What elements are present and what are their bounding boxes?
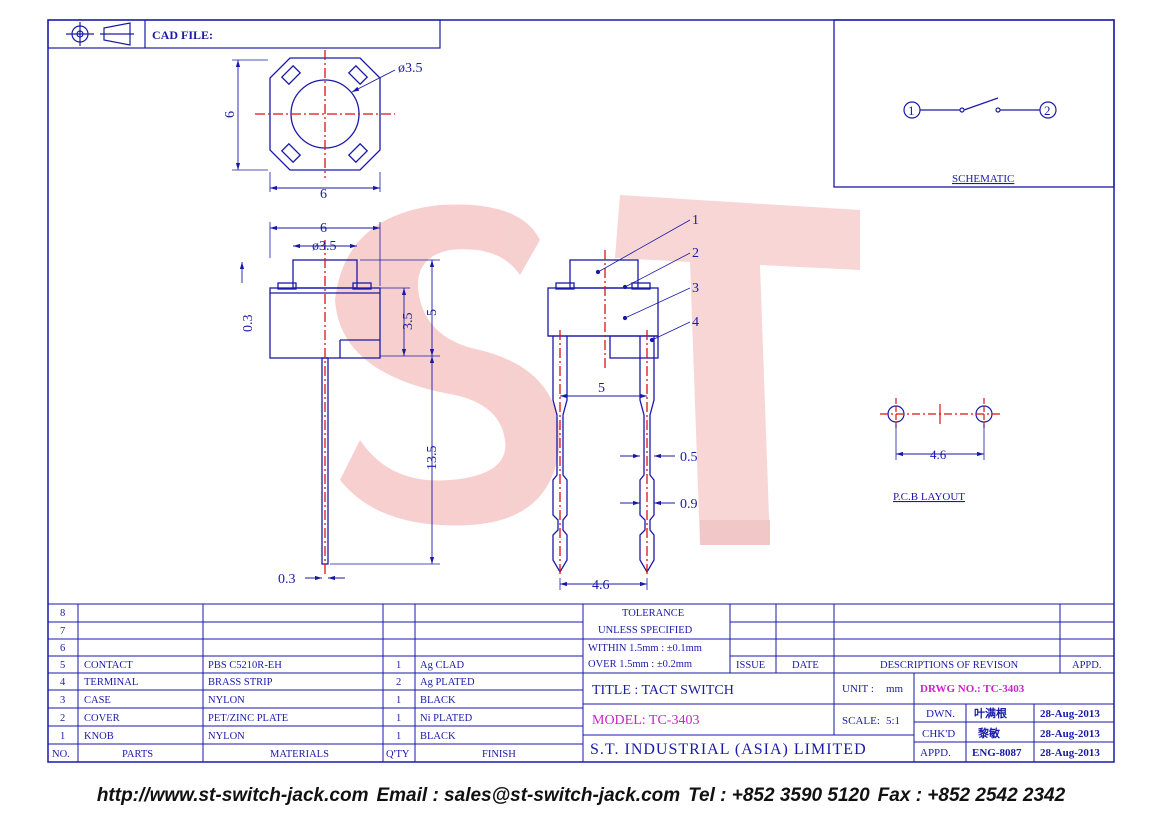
bom-row-3-part: CASE [84, 695, 111, 706]
phone-text: Tel : +852 3590 5120 [688, 785, 870, 806]
scale-value: 5:1 [886, 715, 900, 727]
dim-side-spacing: 5 [598, 381, 605, 396]
top-view [232, 50, 396, 192]
revision-date-header: DATE [792, 660, 819, 671]
dwn-name: 叶满根 [974, 706, 1008, 720]
bom-row-1-qty: 1 [396, 731, 401, 742]
chk-name: 黎敏 [978, 726, 1001, 740]
bom-row-4-finish: Ag PLATED [420, 677, 475, 688]
tolerance-line-2: UNLESS SPECIFIED [598, 625, 693, 636]
tolerance-line-4: OVER 1.5mm : ±0.2mm [588, 659, 692, 670]
chk-label: CHK'D [922, 728, 955, 740]
callout-1: 1 [692, 213, 699, 228]
dim-front-thickness: 0.3 [241, 315, 256, 333]
bom-row-1-finish: BLACK [420, 731, 456, 742]
bom-header-finish: FINISH [482, 749, 516, 760]
title-block-company: S.T. INDUSTRIAL (ASIA) LIMITED [590, 741, 867, 758]
revision-desc-header: DESCRIPTIONS OF REVISON [880, 660, 1019, 671]
bom-row-4-part: TERMINAL [84, 677, 138, 688]
pcb-layout [880, 398, 1000, 460]
scale-label: SCALE: [842, 715, 880, 727]
bom-row-1-no: 1 [60, 731, 65, 742]
cad-file-label: CAD FILE: [152, 28, 213, 42]
bom-row-5-part: CONTACT [84, 660, 133, 671]
tolerance-line-3: WITHIN 1.5mm : ±0.1mm [588, 643, 702, 654]
bom-row-3-finish: BLACK [420, 695, 456, 706]
bom-header-materials: MATERIALS [270, 749, 329, 760]
bom-row-2-material: PET/ZINC PLATE [208, 713, 288, 724]
bom-row-2-no: 2 [60, 713, 65, 724]
fax-text: Fax : +852 2542 2342 [877, 785, 1066, 806]
side-view [547, 219, 691, 590]
revision-issue-header: ISSUE [736, 660, 765, 671]
bom-row-2-part: COVER [84, 713, 120, 724]
bom-row-3-qty: 1 [396, 695, 401, 706]
bom-row-5-qty: 1 [396, 660, 401, 671]
dim-front-dia: ø3.5 [312, 239, 337, 254]
email-link[interactable]: Email : sales@st-switch-jack.com [376, 785, 681, 806]
bom-row-5-finish: Ag CLAD [420, 660, 464, 671]
revision-appd-header: APPD. [1072, 660, 1101, 671]
bom-row-1-part: KNOB [84, 731, 114, 742]
contact-footer: http://www.st-switch-jack.com Email : sa… [0, 776, 1162, 816]
bom-row-4-qty: 2 [396, 677, 401, 688]
dim-top-height: 6 [223, 111, 238, 118]
bom-row-8-no: 8 [60, 608, 65, 619]
bom-row-5-material: PBS C5210R-EH [208, 660, 282, 671]
dim-top-width: 6 [320, 187, 327, 202]
pcb-pitch: 4.6 [930, 447, 947, 462]
dim-front-pin-length: 13.5 [425, 446, 440, 471]
schematic-node-1: 1 [908, 103, 915, 118]
bom-header-parts: PARTS [122, 749, 153, 760]
bom-row-6-no: 6 [60, 643, 65, 654]
callout-4: 4 [692, 315, 699, 330]
drawing-number: DRWG NO.: TC-3403 [920, 683, 1025, 695]
title-block-title: TITLE : TACT SWITCH [592, 683, 734, 698]
dim-top-dia: ø3.5 [398, 61, 423, 76]
schematic-label: SCHEMATIC [952, 173, 1014, 185]
projection-symbol-icon [66, 22, 134, 46]
website-link[interactable]: http://www.st-switch-jack.com [96, 785, 369, 806]
bom-header-no: NO. [52, 749, 70, 760]
bom-row-4-material: BRASS STRIP [208, 677, 273, 688]
dim-front-width: 6 [320, 221, 327, 236]
schematic-node-2: 2 [1044, 103, 1051, 118]
appd-date: 28-Aug-2013 [1040, 747, 1100, 759]
pcb-label: P.C.B LAYOUT [893, 491, 965, 503]
unit-label: UNIT : [842, 683, 874, 695]
bom-row-2-finish: Ni PLATED [420, 713, 473, 724]
bom-header-qty: Q'TY [386, 749, 410, 760]
title-block-model: MODEL: TC-3403 [592, 713, 699, 728]
callout-2: 2 [692, 246, 699, 261]
dim-front-height: 5 [425, 309, 440, 316]
tolerance-line-1: TOLERANCE [622, 608, 684, 619]
unit-value: mm [886, 683, 904, 695]
callout-3: 3 [692, 281, 699, 296]
appd-name: ENG-8087 [972, 747, 1022, 759]
bom-row-5-no: 5 [60, 660, 65, 671]
dim-side-pin-pitch: 4.6 [592, 578, 610, 593]
bom-row-7-no: 7 [60, 626, 65, 637]
watermark-logo [335, 195, 860, 545]
bom-row-4-no: 4 [60, 677, 66, 688]
front-view [239, 222, 440, 581]
bom-row-2-qty: 1 [396, 713, 401, 724]
dim-front-pin-width: 0.3 [278, 572, 296, 587]
bom-row-3-material: NYLON [208, 695, 245, 706]
dim-side-pin-kink: 0.9 [680, 497, 698, 512]
bom-row-1-material: NYLON [208, 731, 245, 742]
bom-table [48, 603, 1114, 762]
appd-label: APPD. [920, 747, 951, 759]
schematic-panel: 1 2 SCHEMATIC [833, 19, 1115, 188]
sheet-border [47, 19, 1115, 763]
cad-header: CAD FILE: [47, 19, 441, 49]
dwn-date: 28-Aug-2013 [1040, 708, 1100, 720]
dwn-label: DWN. [926, 708, 955, 720]
chk-date: 28-Aug-2013 [1040, 728, 1100, 740]
dim-front-knob: 3.5 [401, 313, 416, 331]
bom-row-3-no: 3 [60, 695, 65, 706]
dim-side-pin-width: 0.5 [680, 450, 698, 465]
